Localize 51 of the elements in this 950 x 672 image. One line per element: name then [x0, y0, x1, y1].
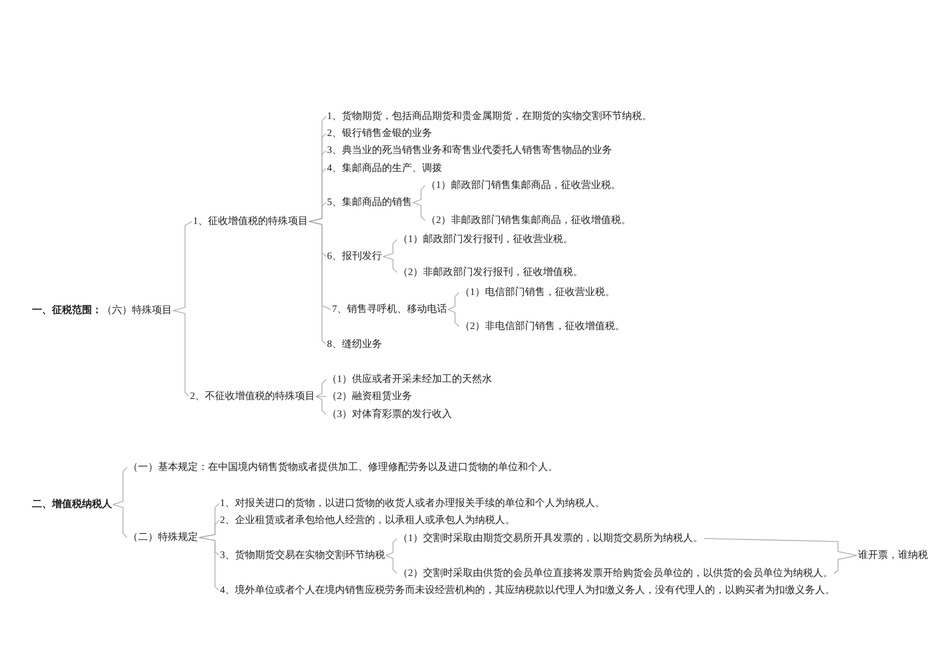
brace-line [412, 202, 426, 221]
outline-item: （2）非电信部门销售，征收增值税。 [460, 320, 625, 333]
outline-item: （1）交割时采取由期货交易所开具发票的，以期货交易所为纳税人。 [398, 532, 703, 545]
outline-item: （2）融资租赁业务 [327, 390, 412, 403]
outline-item: 7、销售寻呼机、移动电话 [332, 303, 447, 316]
outline-item: （1）电信部门销售，征收营业税。 [460, 286, 615, 299]
brace-line [316, 396, 326, 397]
brace-line [316, 396, 326, 415]
outline-item: 1、货物期货，包括商品期货和贵金属期货，在期货的实物交割环节纳税。 [327, 110, 652, 123]
outline-item: 2、不征收增值税的特殊项目 [190, 390, 315, 403]
brace-line [112, 504, 128, 538]
outline-item: （2）非邮政部门销售集邮商品，征收增值税。 [426, 214, 631, 227]
brace-line [308, 221, 326, 345]
brace-line [448, 292, 460, 310]
outline-item: （一）基本规定：在中国境内销售货物或者提供加工、修理修配劳务以及进口货物的单位和个人。 [128, 461, 558, 474]
outline-item: 谁开票，谁纳税 [858, 549, 928, 562]
brace-line [382, 239, 398, 257]
outline-item: 8、缝纫业务 [327, 338, 382, 351]
brace-line [172, 221, 192, 311]
brace-line [316, 379, 326, 397]
outline-item: （1）邮政部门销售集邮商品，征收营业税。 [426, 179, 621, 192]
brace-line [412, 185, 426, 203]
outline-item: （1）供应或者开采未经加工的天然水 [327, 373, 492, 386]
brace-line [112, 467, 128, 505]
outline-item: 3、货物期货交易在实物交割环节纳税 [220, 549, 385, 562]
brace-line [172, 310, 190, 397]
outline-item: （3）对体育彩票的发行收入 [327, 408, 452, 421]
brace-line [382, 256, 398, 273]
outline-item: 一、征税范围：（六）特殊项目 [32, 304, 172, 317]
brace-line [448, 309, 460, 327]
outline-item: （2）交割时采取由供货的会员单位直接将发票开给购货会员单位的，以供货的会员单位为纳税人。 [398, 567, 833, 580]
outline-item: 2、银行销售金银的业务 [327, 127, 432, 140]
outline-item: 6、报刊发行 [327, 250, 382, 263]
brace-line [386, 555, 398, 574]
brace-line [834, 555, 858, 574]
outline-item: （二）特殊规定 [128, 531, 198, 544]
outline-item: 3、典当业的死当销售业务和寄售业代委托人销售寄售物品的业务 [327, 144, 612, 157]
outline-item: 4、境外单位或者个人在境内销售应税劳务而未设经营机构的，其应纳税款以代理人为扣缴义务人，没有代理人的，以购买者为扣缴义务人。 [220, 584, 835, 597]
outline-item: 2、企业租赁或者承包给他人经营的，以承租人或承包人为纳税人。 [220, 514, 515, 527]
outline-item: 4、集邮商品的生产、调拨 [327, 162, 442, 175]
outline-item: 5、集邮商品的销售 [327, 196, 412, 209]
brace-line [704, 538, 858, 556]
outline-item: 二、增值税纳税人 [32, 498, 112, 511]
outline-item: （2）非邮政部门发行报刊，征收增值税。 [398, 266, 583, 279]
brace-line [198, 537, 220, 591]
brace-line [198, 520, 220, 538]
outline-item: 1、对报关进口的货物，以进口货物的收货人或者办理报关手续的单位和个人为纳税人。 [220, 497, 605, 510]
outline-item: 1、征收增值税的特殊项目 [193, 215, 308, 228]
brace-line [386, 538, 398, 556]
outline-item: （1）邮政部门发行报刊，征收营业税。 [398, 233, 573, 246]
brace-line [308, 202, 326, 222]
